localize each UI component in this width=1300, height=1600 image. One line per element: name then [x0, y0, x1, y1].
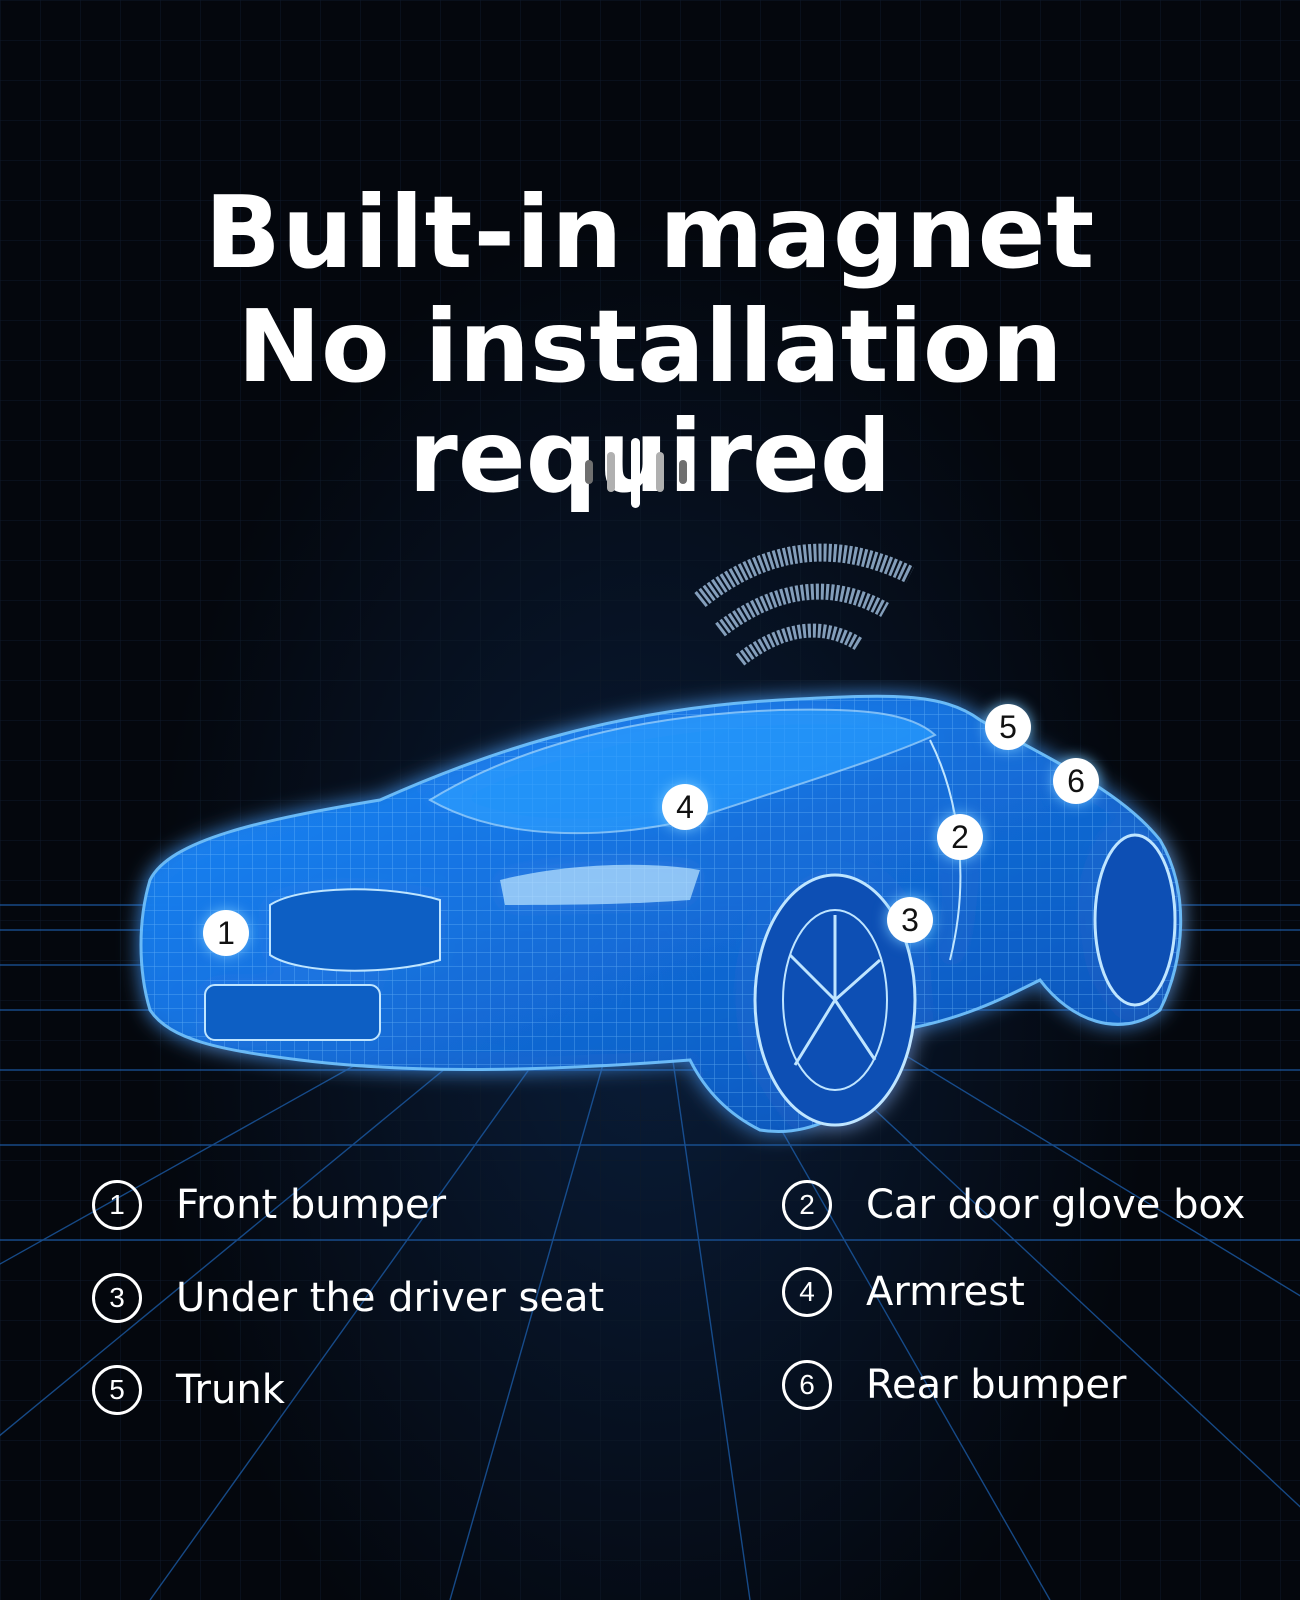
legend-number: 1 — [92, 1180, 142, 1230]
headline-line-2: No installation required — [237, 288, 1063, 515]
marker-front-bumper[interactable]: 1 — [203, 910, 249, 956]
headline-line-1: Built-in magnet — [204, 174, 1096, 291]
legend-label: Front bumper — [176, 1182, 447, 1228]
location-legend: 1 Front bumper 2 Car door glove box 3 Un… — [0, 1180, 1300, 1480]
legend-item-trunk: 5 Trunk — [92, 1365, 285, 1415]
legend-number: 3 — [92, 1273, 142, 1323]
wireless-signal-icon — [694, 543, 915, 666]
legend-item-car-door-glove-box: 2 Car door glove box — [782, 1180, 1245, 1230]
sound-wave-icon — [585, 438, 687, 508]
car-wireframe-illustration — [139, 694, 1183, 1133]
marker-armrest[interactable]: 4 — [662, 784, 708, 830]
legend-item-rear-bumper: 6 Rear bumper — [782, 1360, 1126, 1410]
legend-number: 4 — [782, 1267, 832, 1317]
marker-car-door-glove-box[interactable]: 2 — [937, 814, 983, 860]
legend-number: 6 — [782, 1360, 832, 1410]
legend-item-armrest: 4 Armrest — [782, 1267, 1025, 1317]
marker-rear-bumper[interactable]: 6 — [1053, 758, 1099, 804]
legend-label: Rear bumper — [866, 1362, 1127, 1408]
legend-label: Car door glove box — [866, 1182, 1246, 1228]
legend-item-front-bumper: 1 Front bumper — [92, 1180, 446, 1230]
legend-label: Under the driver seat — [176, 1275, 605, 1321]
marker-under-driver-seat[interactable]: 3 — [887, 897, 933, 943]
legend-item-under-driver-seat: 3 Under the driver seat — [92, 1273, 604, 1323]
legend-number: 5 — [92, 1365, 142, 1415]
legend-label: Trunk — [176, 1367, 285, 1413]
legend-number: 2 — [782, 1180, 832, 1230]
legend-label: Armrest — [866, 1269, 1025, 1315]
marker-trunk[interactable]: 5 — [985, 704, 1031, 750]
